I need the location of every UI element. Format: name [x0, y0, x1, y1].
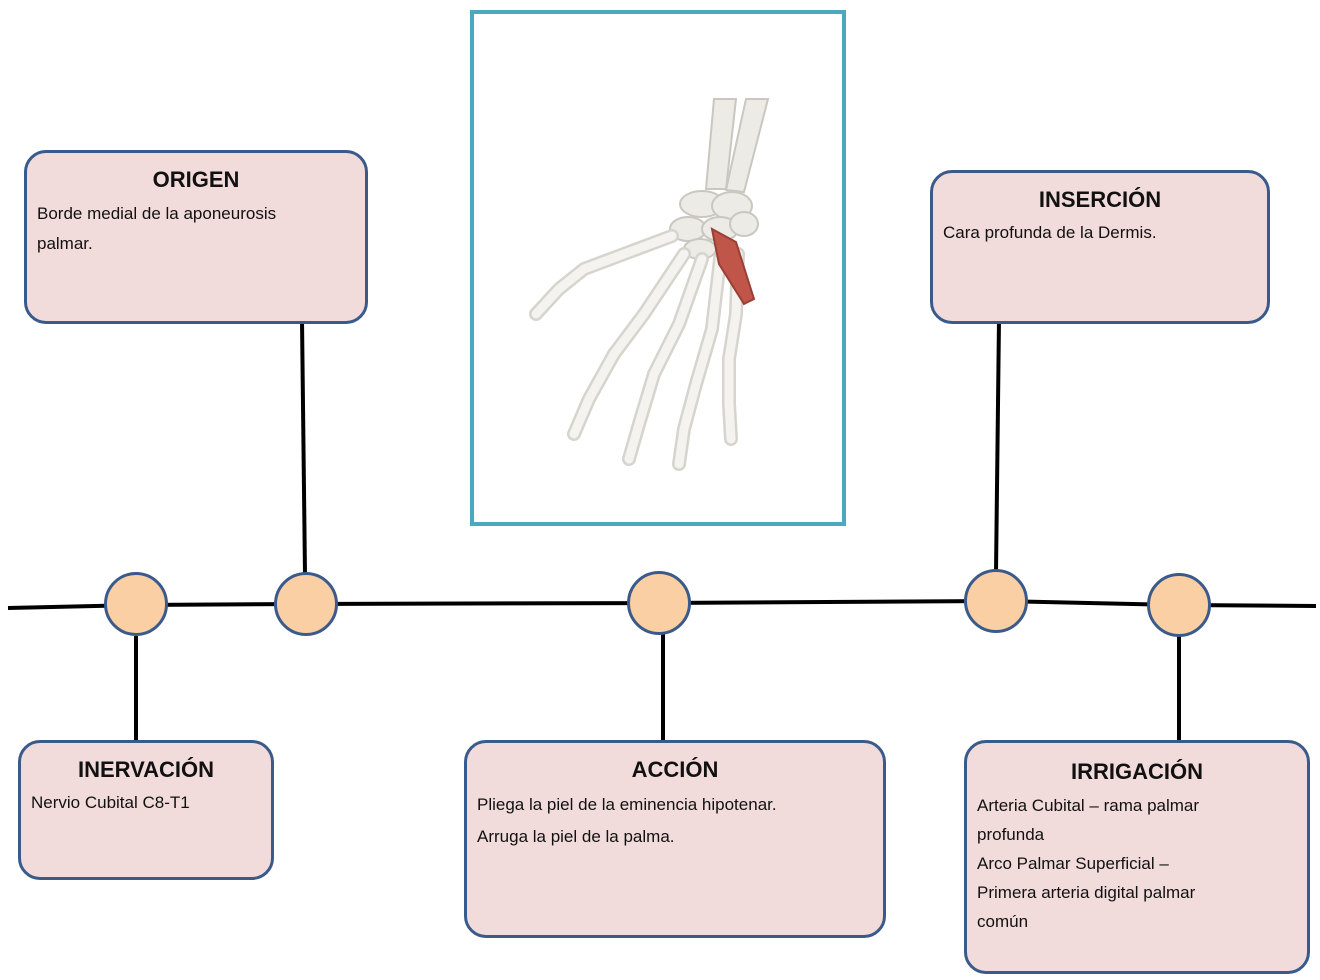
origen-box: ORIGEN Borde medial de la aponeurosis pa…: [24, 150, 368, 324]
irrigacion-box: IRRIGACIÓN Arteria Cubital – rama palmar…: [964, 740, 1310, 974]
inervacion-line: Nervio Cubital C8-T1: [31, 789, 261, 817]
timeline-node: [104, 572, 168, 636]
inervacion-title: INERVACIÓN: [31, 757, 261, 783]
irrigacion-line: profunda: [977, 820, 1297, 849]
connector-insercion: [996, 320, 999, 572]
insercion-line: Cara profunda de la Dermis.: [943, 219, 1257, 247]
irrigacion-title: IRRIGACIÓN: [977, 759, 1297, 785]
origen-title: ORIGEN: [37, 167, 355, 193]
hand-skeleton-icon: [474, 14, 842, 522]
timeline-node: [964, 569, 1028, 633]
irrigacion-line: Arteria Cubital – rama palmar: [977, 791, 1297, 820]
inervacion-box: INERVACIÓN Nervio Cubital C8-T1: [18, 740, 274, 880]
irrigacion-line: común: [977, 907, 1297, 936]
accion-line: Arruga la piel de la palma.: [477, 821, 873, 853]
timeline-node: [1147, 573, 1211, 637]
irrigacion-line: Primera arteria digital palmar: [977, 878, 1297, 907]
origen-line: palmar.: [37, 229, 355, 259]
origen-line: Borde medial de la aponeurosis: [37, 199, 355, 229]
connector-origen: [302, 320, 305, 575]
accion-title: ACCIÓN: [477, 757, 873, 783]
irrigacion-line: Arco Palmar Superficial –: [977, 849, 1297, 878]
anatomy-image-frame: [470, 10, 846, 526]
accion-box: ACCIÓN Pliega la piel de la eminencia hi…: [464, 740, 886, 938]
insercion-title: INSERCIÓN: [943, 187, 1257, 213]
insercion-box: INSERCIÓN Cara profunda de la Dermis.: [930, 170, 1270, 324]
timeline-node: [274, 572, 338, 636]
timeline-node: [627, 571, 691, 635]
accion-line: Pliega la piel de la eminencia hipotenar…: [477, 789, 873, 821]
